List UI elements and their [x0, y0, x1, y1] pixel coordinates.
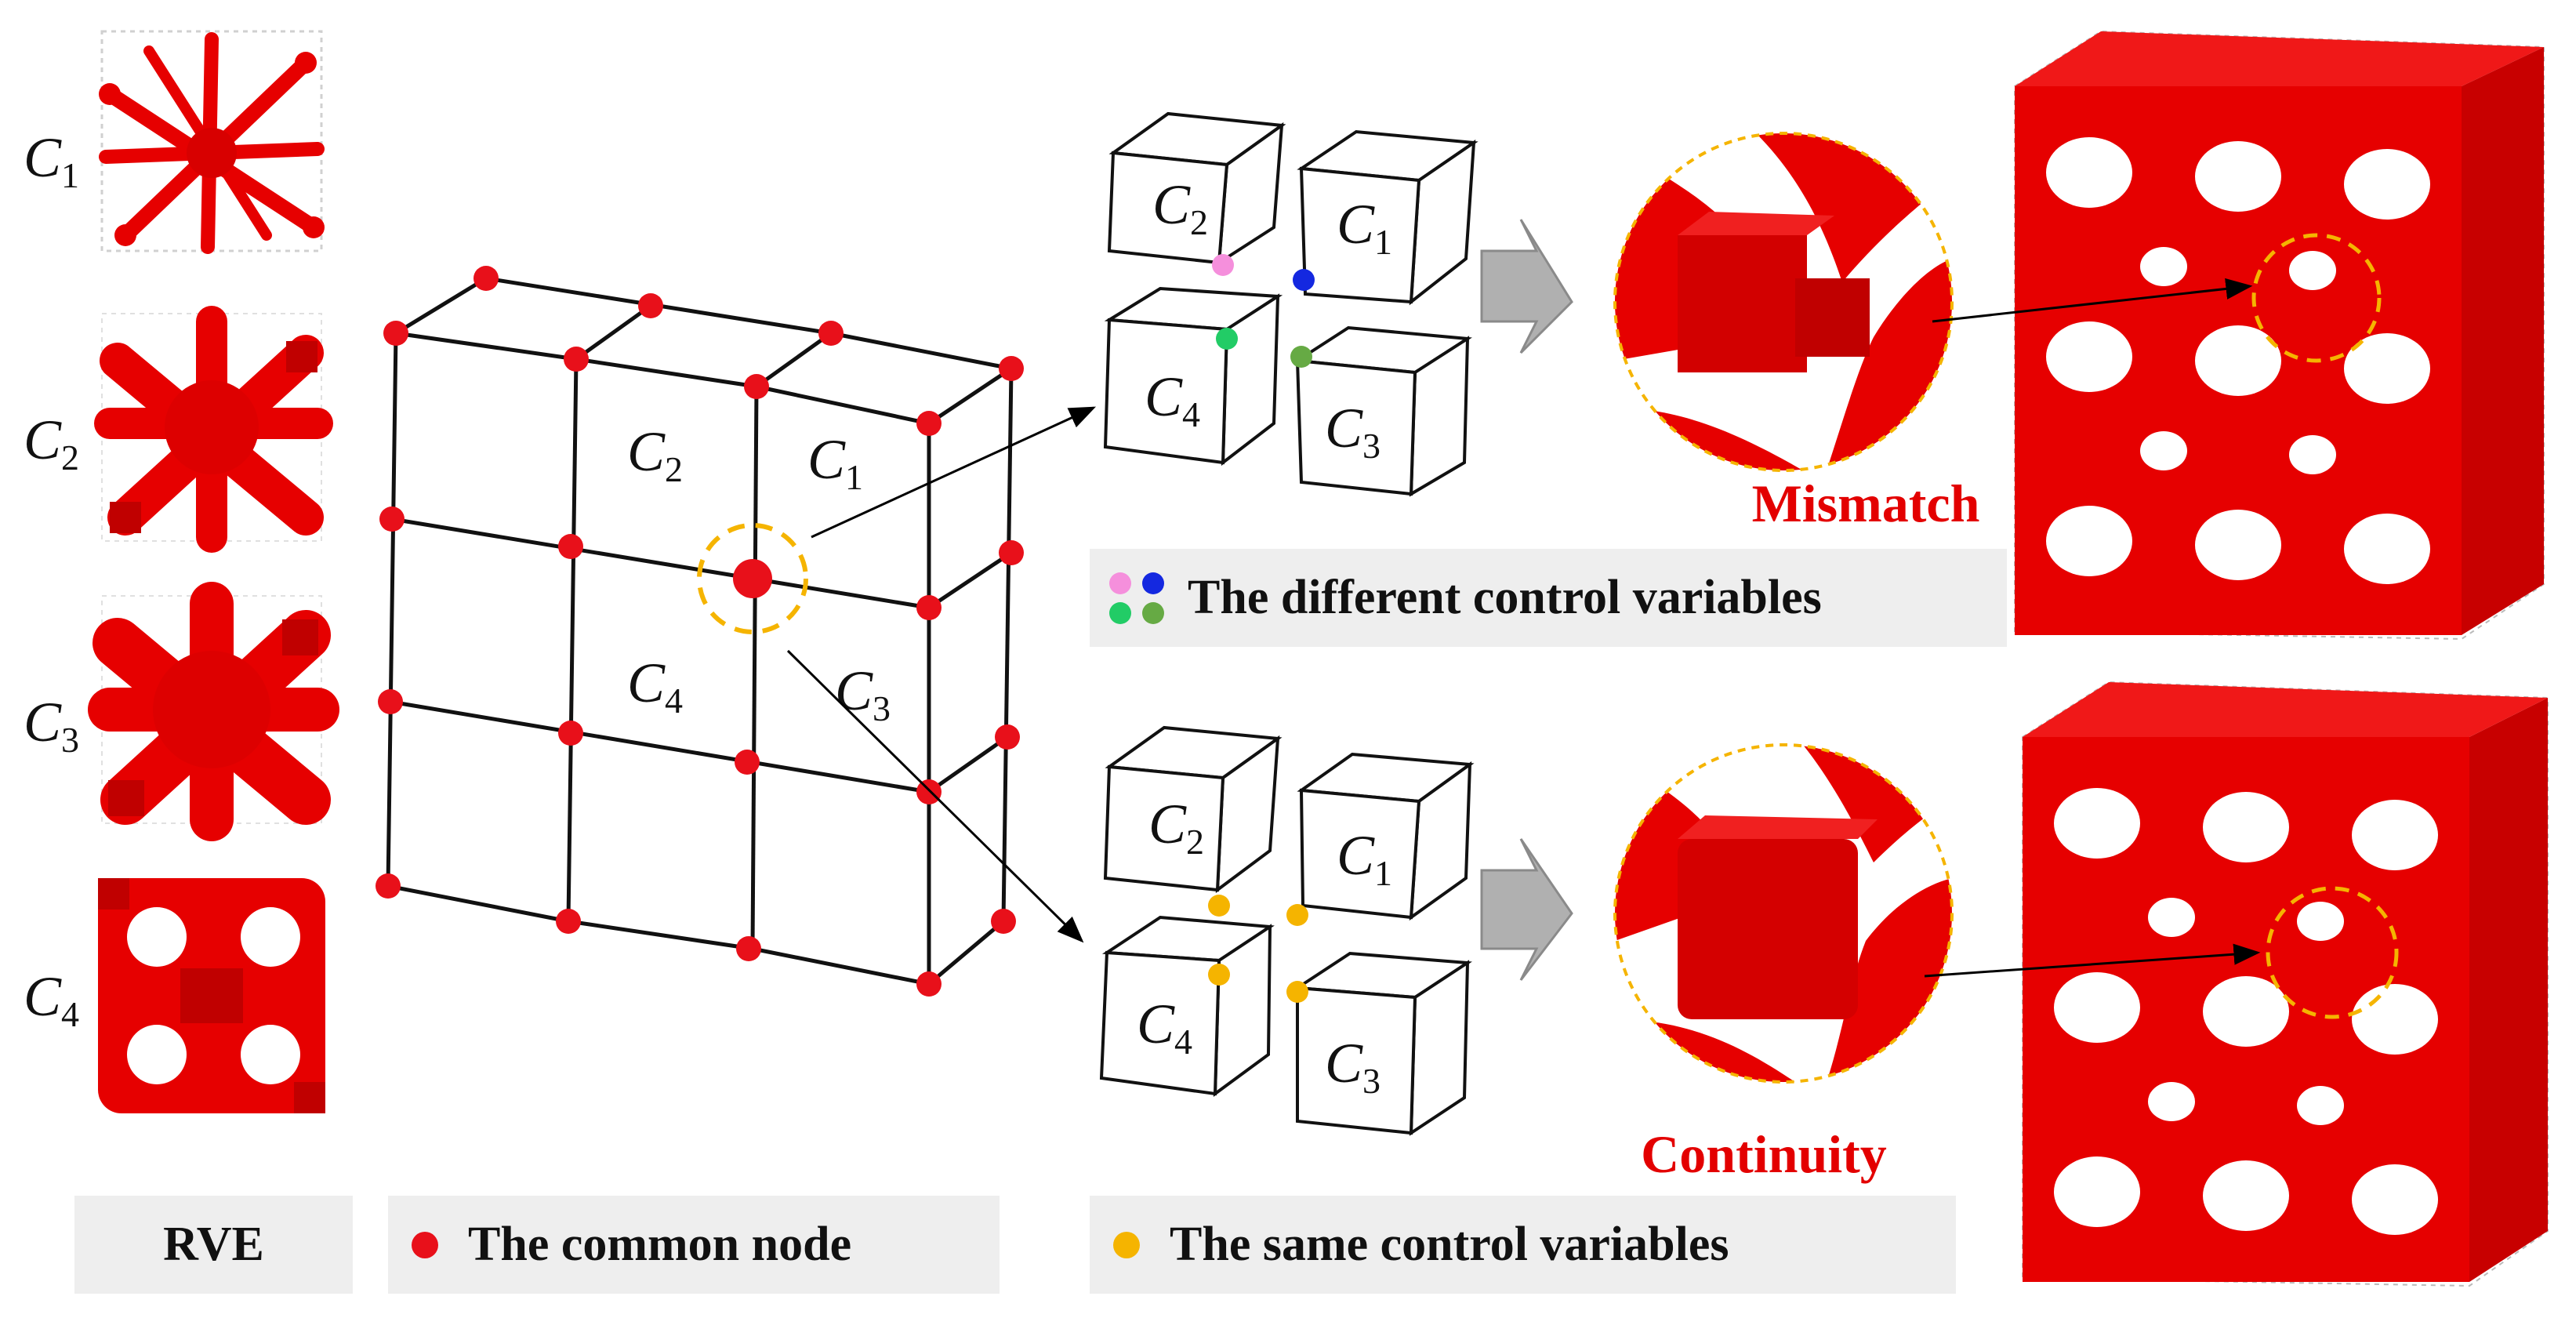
cube-group-mismatch — [1103, 111, 1478, 497]
same-var-dot — [1208, 964, 1230, 986]
cube-group-mismatch-dots — [1212, 254, 1315, 368]
rve-label-c2: C2 — [24, 408, 79, 477]
common-node-caption-text: The common node — [468, 1218, 852, 1271]
same-var-dot — [1286, 981, 1308, 1003]
diff-var-dot-blue — [1293, 269, 1315, 291]
gray-arrow-top — [1480, 219, 1573, 354]
svg-text:C2: C2 — [1152, 173, 1208, 242]
diff-var-dot-pink — [1212, 254, 1234, 276]
zoom-continuity: Continuity — [1613, 743, 1954, 1184]
caption-different-vars: The different control variables — [1090, 549, 2007, 647]
cube-group-continuity-dots — [1208, 895, 1308, 1003]
legend-dot-olive — [1142, 601, 1164, 624]
grid-label-c3: C3 — [835, 659, 891, 728]
node-grid — [386, 276, 1017, 987]
continuity-label: Continuity — [1641, 1124, 1887, 1184]
legend-dot-green — [1109, 601, 1131, 624]
mismatch-label: Mismatch — [1752, 474, 1980, 533]
rve-unit-c4 — [98, 878, 325, 1113]
zoom-mismatch: Mismatch — [1613, 132, 1980, 533]
rve-column: C1 C2 C3 C4 — [24, 30, 339, 1113]
caption-common-node: The common node — [388, 1196, 1000, 1294]
svg-text:C3: C3 — [1325, 397, 1381, 466]
same-var-dot — [1286, 904, 1308, 926]
grid-label-c1: C1 — [807, 428, 863, 497]
rve-label-c1: C1 — [24, 126, 79, 195]
rve-caption-text: RVE — [163, 1218, 264, 1271]
svg-text:C3: C3 — [1325, 1032, 1381, 1101]
diff-var-dot-olive — [1290, 346, 1312, 368]
caption-same-vars: The same control variables — [1090, 1196, 1956, 1294]
rve-labels: C1 C2 C3 C4 — [24, 126, 79, 1034]
different-vars-caption-text: The different control variables — [1188, 571, 1822, 624]
same-vars-caption-text: The same control variables — [1170, 1218, 1729, 1271]
grid-label-c4: C4 — [627, 652, 683, 721]
grid-labels: C2 C1 C4 C3 — [627, 420, 891, 728]
rve-unit-c2 — [94, 306, 333, 553]
grid-nodes — [376, 266, 1024, 997]
svg-text:C1: C1 — [1337, 193, 1392, 262]
caption-rve: RVE — [74, 1196, 353, 1294]
legend-dot-blue — [1142, 572, 1164, 594]
svg-text:C4: C4 — [1145, 365, 1200, 434]
lattice-mismatch — [1932, 30, 2545, 641]
cube-group-mismatch-labels: C2 C1 C4 C3 — [1145, 173, 1392, 466]
cube-group-continuity-labels: C2 C1 C4 C3 — [1137, 793, 1392, 1101]
same-var-dot — [1208, 895, 1230, 917]
diff-var-dot-green — [1216, 328, 1238, 350]
same-var-legend-dot — [1113, 1231, 1140, 1258]
common-node-dot — [412, 1231, 438, 1258]
lattice-continuity — [1924, 681, 2549, 1287]
svg-text:C2: C2 — [1148, 793, 1204, 862]
cube-group-continuity — [1099, 725, 1475, 1136]
gray-arrow-bottom — [1480, 838, 1573, 981]
svg-text:C1: C1 — [1337, 824, 1392, 893]
rve-unit-c3 — [88, 582, 339, 841]
different-vars-dot-grid — [1109, 572, 1164, 624]
rve-unit-c1 — [99, 30, 325, 254]
rve-label-c3: C3 — [24, 691, 79, 760]
grid-label-c2: C2 — [627, 420, 683, 489]
legend-dot-pink — [1109, 572, 1131, 594]
svg-text:C4: C4 — [1137, 993, 1192, 1062]
highlighted-common-node — [697, 523, 808, 634]
node-arrows — [786, 406, 1097, 943]
rve-label-c4: C4 — [24, 965, 79, 1034]
